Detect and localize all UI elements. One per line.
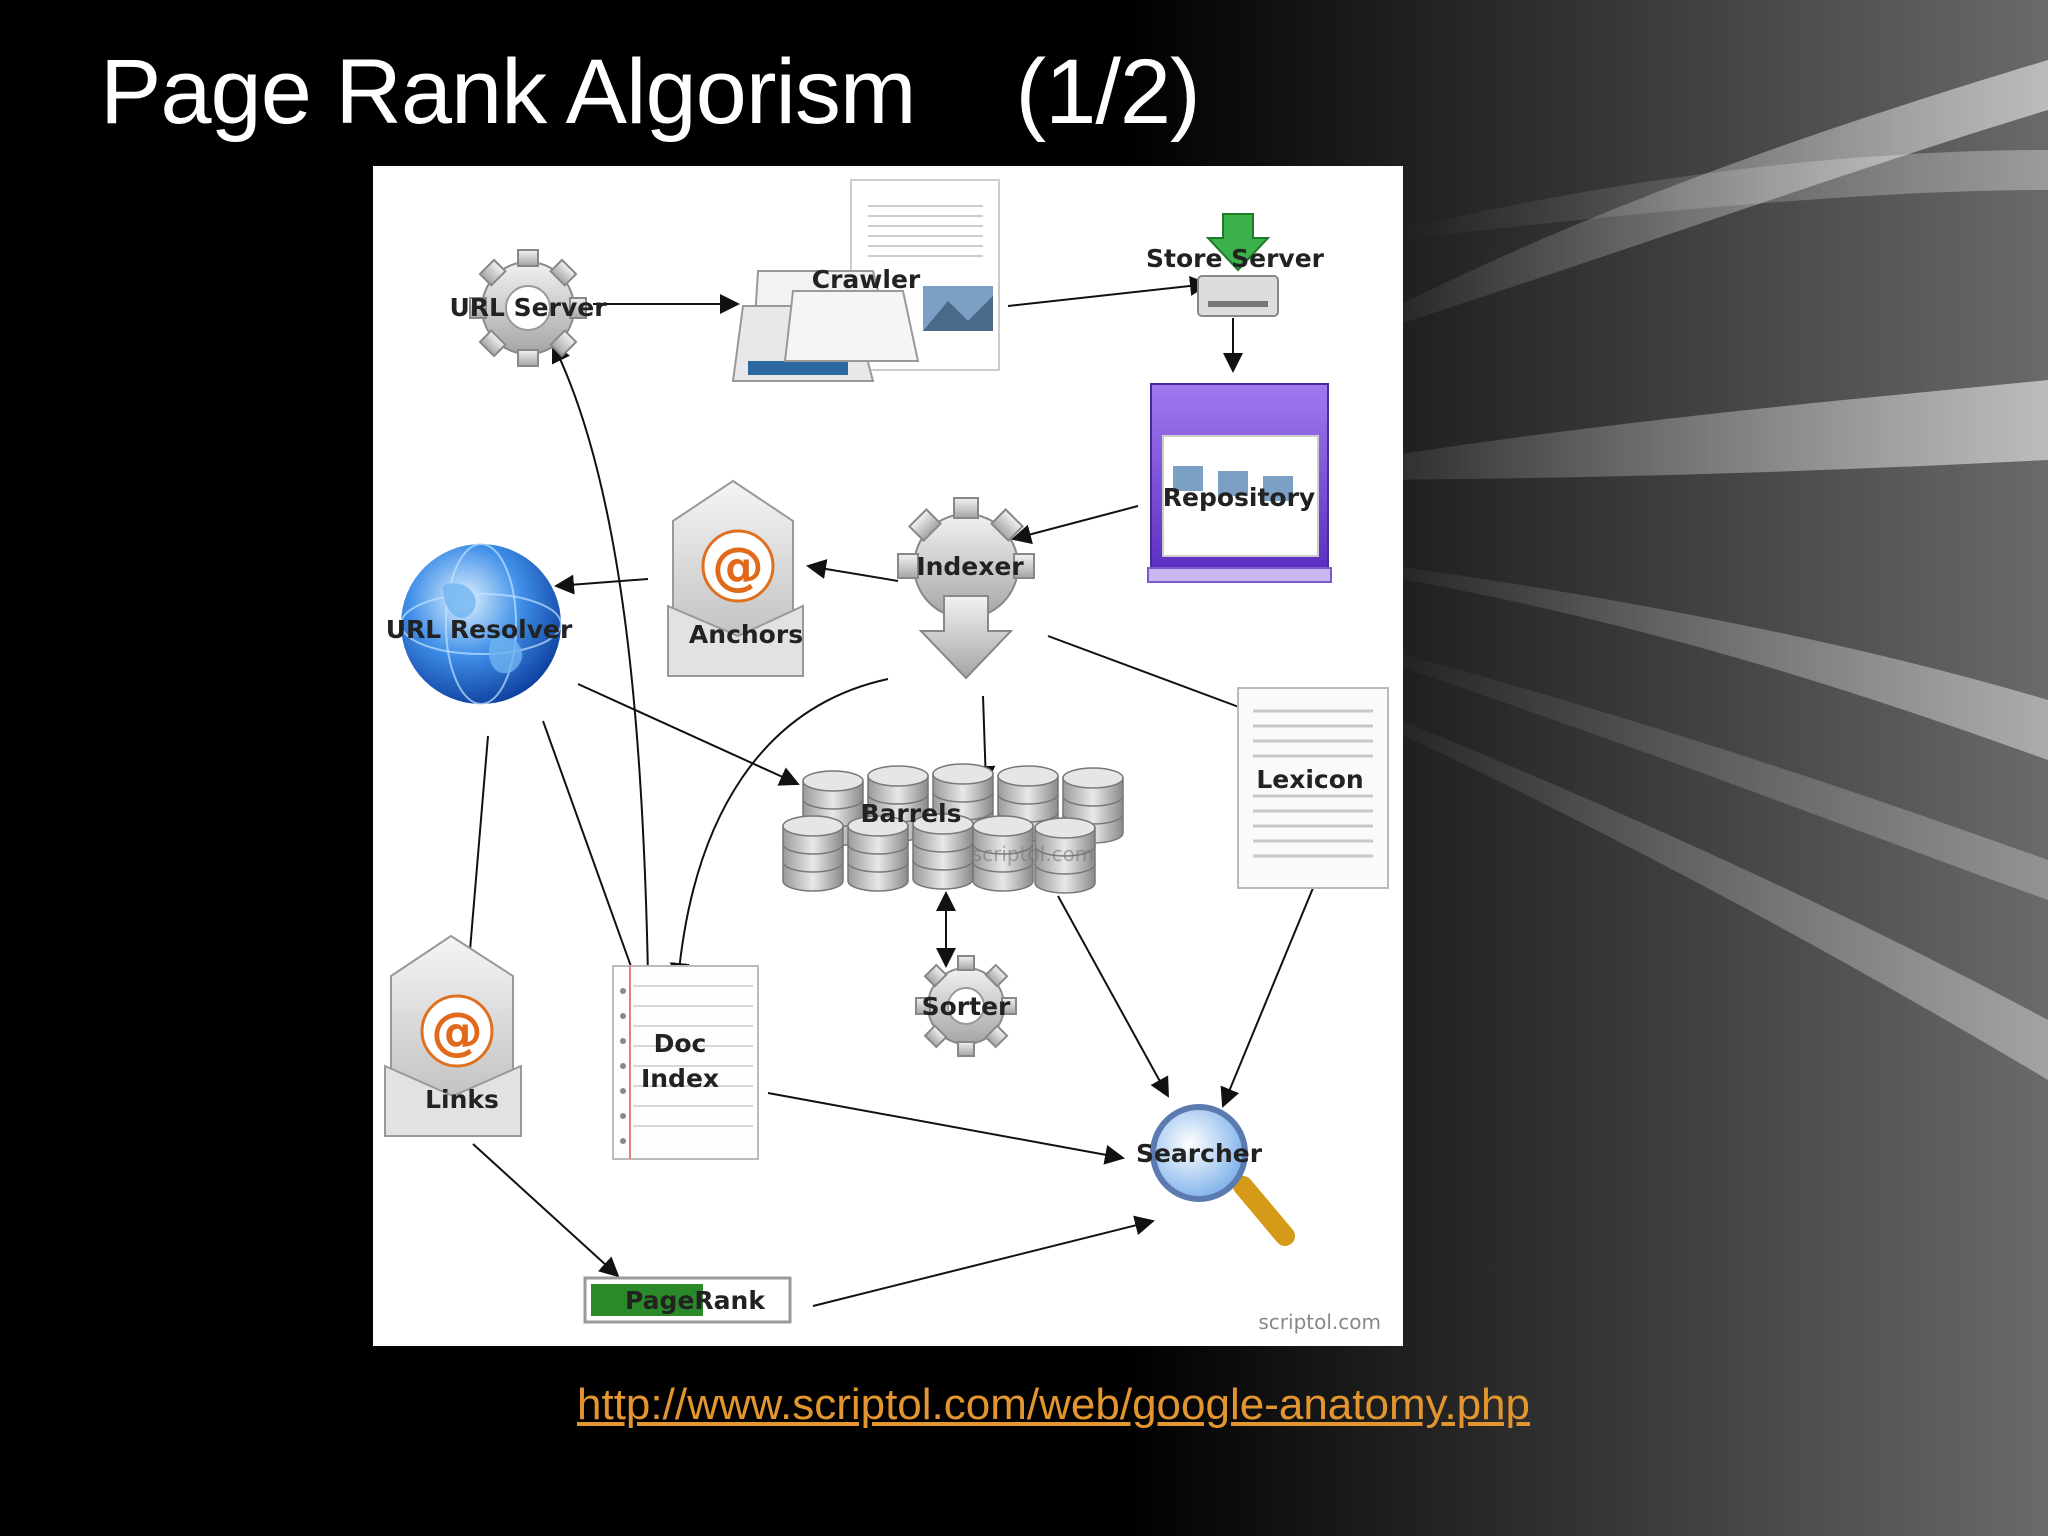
anchors-label: Anchors [689,620,803,649]
diagram-canvas: URL Server Crawler [384,179,1389,1334]
repository-cabinet-icon [1147,383,1332,583]
download-drive-icon [1197,213,1279,317]
indexer-node: Indexer [897,497,1035,680]
crawler-label: Crawler [812,265,921,294]
edge-anchors-urlresolver [554,574,649,595]
edge-links-pagerank [472,1143,620,1278]
database-cylinder-icon [782,815,844,892]
indexer-label: Indexer [916,552,1024,581]
slide-title: Page Rank Algorism (1/2) [100,40,1201,145]
edge-indexer-docindex [669,678,889,983]
printer-stack-icon [731,270,920,382]
repository-node: Repository [1147,383,1332,583]
edge-repository-indexer [1011,505,1139,545]
sorter-node: Sorter [915,955,1017,1057]
database-stack-icon [782,763,1124,894]
edge-lexicon-searcher [1220,887,1314,1108]
source-link[interactable]: http://www.scriptol.com/web/google-anato… [577,1380,1530,1429]
edge-docindex-urlserver [551,342,649,977]
edge-crawler-storeserver [1007,276,1210,307]
email-envelope-icon: @ [667,479,804,677]
edge-docindex-searcher [767,1092,1125,1165]
doc-index-label-line1: Doc [654,1029,707,1058]
globe-icon [400,543,562,705]
doc-index-label-line2: Index [641,1064,719,1093]
scriptol-watermark: scriptol.com [1258,1310,1381,1334]
store-server-label: Store Server [1146,244,1325,273]
database-cylinder-icon [1034,817,1096,894]
database-cylinder-icon [972,815,1034,892]
notepad-icon [612,965,759,1160]
lexicon-label: Lexicon [1256,765,1363,794]
svg-text:@: @ [431,1002,483,1062]
email-envelope-icon: @ [384,934,522,1137]
barrels-watermark: scriptol.com [972,842,1095,866]
searcher-node: Searcher [1136,1104,1295,1246]
links-node: @ Links [384,934,522,1137]
database-cylinder-icon [847,815,909,892]
edge-barrels-searcher [1057,895,1169,1098]
sorter-label: Sorter [922,992,1011,1021]
links-label: Links [425,1085,499,1114]
architecture-diagram: URL Server Crawler [373,166,1403,1346]
url-server-label: URL Server [449,293,607,322]
pagerank-bar [583,1276,792,1324]
gear-icon [915,955,1017,1057]
gear-icon [469,249,587,367]
store-server-node: Store Server [1146,213,1325,317]
edge-indexer-lexicon [1047,635,1265,720]
edges [459,276,1314,1307]
searcher-label: Searcher [1136,1139,1263,1168]
barrels-label: Barrels [861,799,962,828]
edge-urlresolver-barrels [577,683,800,786]
title-main: Page Rank Algorism [100,41,917,143]
lexicon-node: Lexicon [1237,687,1389,889]
barrels-node: Barrels scriptol.com [782,763,1124,894]
repository-label: Repository [1163,483,1315,512]
edge-pagerank-searcher [812,1215,1155,1307]
anchors-node: @ Anchors [667,479,804,677]
gear-with-arrow-icon [897,497,1035,680]
url-resolver-node: URL Resolver [386,543,573,705]
pagerank-node: PageRank [583,1276,792,1324]
magnifier-icon [1150,1104,1295,1246]
edge-urlresolver-links [459,735,489,976]
doc-index-node: Doc Index [612,965,759,1160]
pagerank-label: PageRank [625,1286,766,1315]
crawler-node: Crawler [731,179,1000,382]
url-server-node: URL Server [449,249,607,367]
url-resolver-label: URL Resolver [386,615,573,644]
document-page-icon [1237,687,1389,889]
svg-text:@: @ [712,537,764,597]
database-cylinder-icon [912,813,974,890]
edge-urlresolver-docindex [542,720,642,988]
edge-indexer-anchors [806,559,899,582]
title-page-part: (1/2) [1015,41,1201,143]
